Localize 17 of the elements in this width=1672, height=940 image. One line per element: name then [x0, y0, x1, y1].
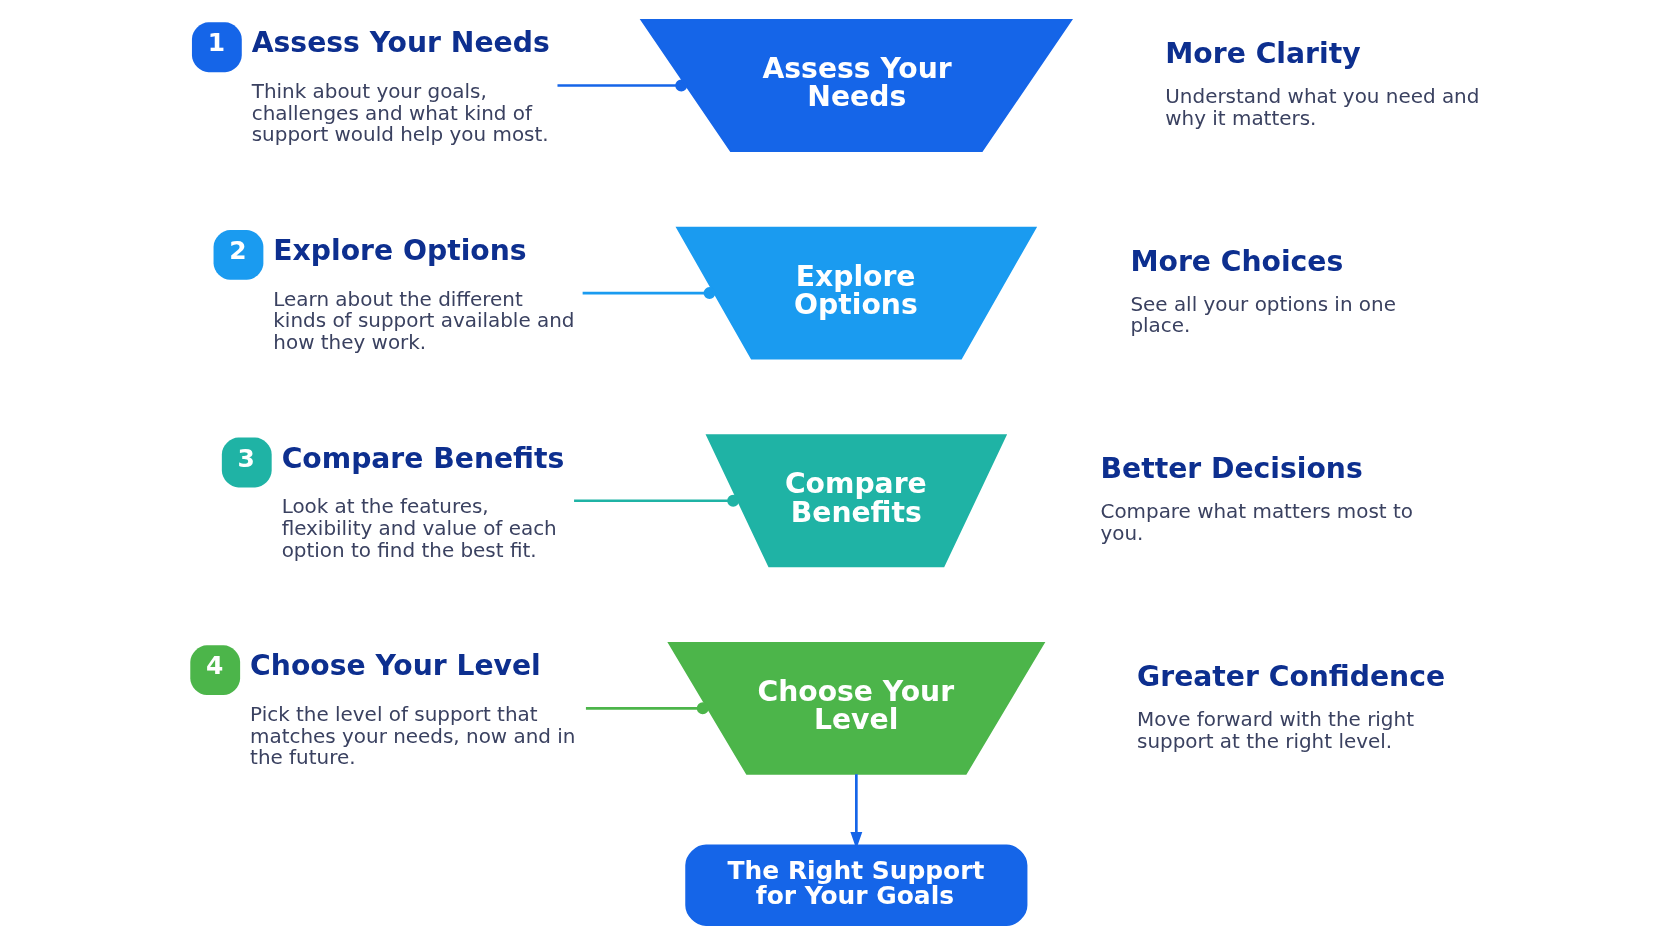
node-box: The Right Support for Your Goals	[685, 844, 1028, 926]
node-text: Greater Confidence Move forward with the right support at the right level.	[1137, 660, 1446, 753]
node-label: Think about your goals, challenges and what kind of support would help you most.	[251, 80, 549, 147]
connector	[557, 79, 688, 92]
node-label: Choose Your Level	[250, 649, 541, 683]
node-text: More Choices See all your options in one place.	[1130, 244, 1396, 338]
connector	[574, 494, 740, 507]
node-label: Explore Options	[273, 234, 527, 268]
node-label: Assess Your Needs	[251, 26, 550, 60]
connector	[582, 287, 716, 300]
node-label: Look at the features, flexibility and value of each option to find the best fit.	[281, 495, 557, 562]
node-label: Learn about the different kinds of support available and how they work.	[273, 287, 575, 354]
node-label: Compare Benefits	[281, 441, 565, 475]
connector	[585, 702, 709, 715]
node-text: More Clarity Understand what you need and why it matters.	[1165, 37, 1480, 130]
node-label: Pick the level of support that matches your needs, now and in the future.	[250, 702, 576, 770]
node-text: Better Decisions Compare what matters most to you.	[1100, 452, 1414, 545]
